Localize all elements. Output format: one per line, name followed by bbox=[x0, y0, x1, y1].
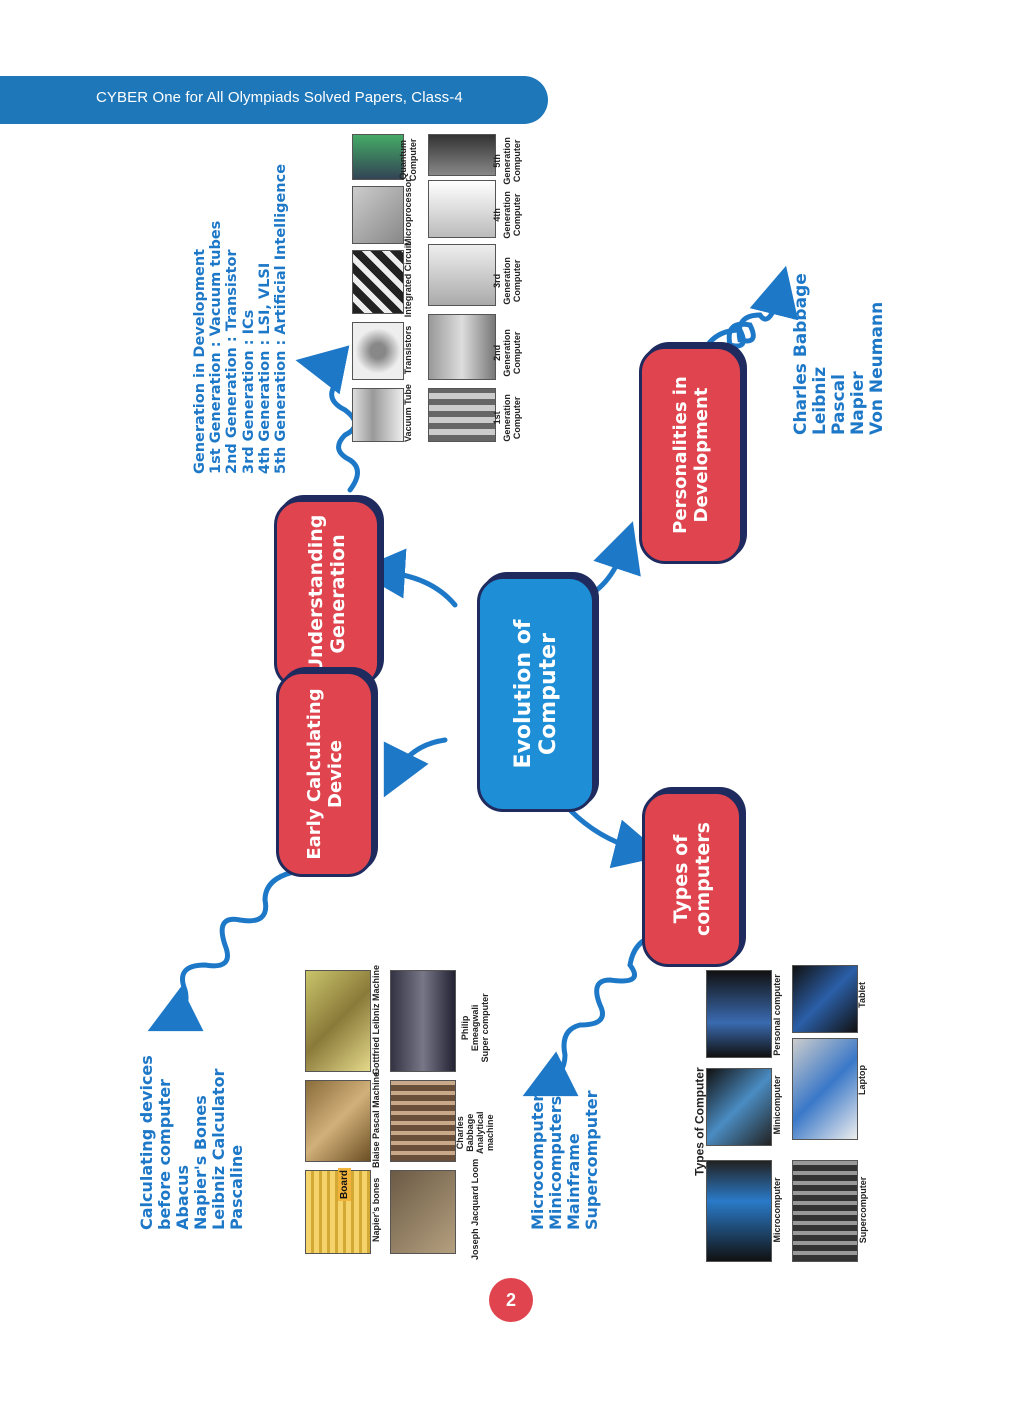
generation-2: 2nd Generation : Transistor bbox=[224, 249, 241, 474]
caption-personal-computer: Personal computer bbox=[772, 974, 783, 1056]
supercomputer-image bbox=[792, 1160, 858, 1262]
types-line2: computers bbox=[692, 822, 714, 936]
types-images-title: Types of Computer bbox=[692, 1067, 707, 1176]
calc-line-5: Pascaline bbox=[226, 1144, 246, 1230]
types-list: Microcomputers Minicomputers Mainframe S… bbox=[528, 1030, 619, 1231]
person-von-neumann: Von Neumann bbox=[867, 301, 888, 435]
caption-quantum-computer: Quantum Computer bbox=[398, 138, 418, 182]
calc-line-3: Napier's Bones bbox=[190, 1095, 210, 1230]
tablet-image bbox=[792, 965, 858, 1033]
caption-gen5: 5th Generation Computer bbox=[492, 137, 522, 185]
jacquard-loom-image bbox=[390, 1170, 456, 1254]
center-line2: Computer bbox=[536, 633, 561, 755]
gen3-computer-image bbox=[428, 244, 496, 306]
caption-gen3: 3rd Generation Computer bbox=[492, 257, 522, 305]
type-supercomputer: Supercomputer bbox=[581, 1090, 601, 1231]
caption-gen2: 2nd Generation Computer bbox=[492, 329, 522, 377]
caption-gen1: 1st Generation Computer bbox=[492, 394, 522, 442]
header-title: CYBER One for All Olympiads Solved Paper… bbox=[96, 89, 463, 106]
node-types-of-computers: Types of computers bbox=[642, 791, 742, 967]
personalities-list: Charles Babbage Leibniz Pascal Napier Vo… bbox=[791, 185, 892, 435]
calc-line-2: Abacus bbox=[172, 1164, 192, 1230]
node-personalities: Personalities in Development bbox=[639, 346, 743, 564]
caption-microcomputer: Microcomputer bbox=[772, 1177, 783, 1243]
pascal-machine-image bbox=[305, 1080, 371, 1162]
generation-4: 4th Generation : LSI, VLSI bbox=[256, 262, 273, 474]
header-bar bbox=[0, 76, 548, 124]
page-number: 2 bbox=[489, 1278, 533, 1322]
understanding-line1: Understanding bbox=[305, 514, 327, 674]
caption-jacquard-loom: Joseph Jacquard Loom bbox=[470, 1158, 481, 1260]
integrated-circuit-image bbox=[352, 250, 404, 314]
types-line1: Types of bbox=[670, 834, 692, 924]
understanding-line2: Generation bbox=[327, 534, 349, 654]
caption-minicomputer: Minicomputer bbox=[772, 1075, 783, 1135]
personalities-line1: Personalities in bbox=[670, 376, 691, 534]
node-understanding-generation: Understanding Generation bbox=[274, 499, 380, 689]
laptop-image bbox=[792, 1038, 858, 1140]
early-line2: Device bbox=[325, 740, 346, 808]
microprocessor-image bbox=[352, 186, 404, 244]
person-pascal: Pascal bbox=[829, 374, 850, 435]
type-mainframe: Mainframe bbox=[563, 1133, 583, 1230]
type-microcomputers: Microcomputers bbox=[528, 1084, 547, 1230]
generation-1: 1st Generation : Vacuum tubes bbox=[208, 220, 225, 474]
personalities-line2: Development bbox=[691, 387, 712, 523]
person-leibniz: Leibniz bbox=[810, 366, 831, 435]
early-line1: Early Calculating bbox=[304, 688, 325, 860]
person-charles-babbage: Charles Babbage bbox=[791, 273, 811, 435]
caption-supercomputer: Supercomputer bbox=[858, 1176, 869, 1244]
vacuum-tube-image bbox=[352, 388, 404, 442]
caption-transistors: Transistors bbox=[403, 325, 414, 375]
caption-leibniz-machine: Gottfried Leibniz Machine bbox=[371, 964, 382, 1075]
leibniz-machine-image bbox=[305, 970, 371, 1072]
node-early-calculating-device: Early Calculating Device bbox=[276, 671, 374, 877]
microcomputer-image bbox=[706, 1160, 772, 1262]
generation-5: 5th Generation : Artificial Intelligence bbox=[273, 163, 290, 474]
minicomputer-image bbox=[706, 1068, 772, 1146]
personal-computer-image bbox=[706, 970, 772, 1058]
quantum-computer-image bbox=[352, 134, 404, 180]
transistors-image bbox=[352, 322, 404, 380]
gen1-computer-image bbox=[428, 388, 496, 442]
gen4-computer-image bbox=[428, 180, 496, 238]
type-minicomputers: Minicomputers bbox=[545, 1095, 565, 1230]
calc-line-1: before computer bbox=[154, 1079, 174, 1230]
generation-3: 3rd Generation : ICs bbox=[240, 309, 257, 474]
calculating-devices-list: Calculating devices before computer Abac… bbox=[137, 970, 258, 1230]
caption-babbage-machine: Charles Babbage Analytical machine bbox=[455, 1111, 495, 1155]
babbage-machine-image bbox=[390, 1080, 456, 1162]
gen5-computer-image bbox=[428, 134, 496, 176]
generation-title: Generation in Development bbox=[192, 248, 208, 474]
calc-line-4: Leibniz Calculator bbox=[208, 1068, 228, 1230]
board-label: Board bbox=[337, 1168, 351, 1201]
gen2-computer-image bbox=[428, 314, 496, 380]
caption-gen4: 4th Generation Computer bbox=[492, 191, 522, 239]
caption-integrated-circuit: Integrated Circuit bbox=[403, 242, 414, 318]
caption-emeagwali: Philip Emeagwali Super computer bbox=[460, 993, 490, 1063]
caption-pascal-machine: Blaise Pascal Machine bbox=[371, 1071, 382, 1168]
calc-line-0: Calculating devices bbox=[137, 1055, 156, 1230]
generation-list: Generation in Development 1st Generation… bbox=[192, 124, 302, 474]
caption-vacuum-tube: Vacuum Tube bbox=[403, 384, 414, 442]
caption-laptop: Laptop bbox=[857, 1064, 868, 1095]
emeagwali-supercomputer-image bbox=[390, 970, 456, 1072]
caption-napiers-bones: Napier's bones bbox=[371, 1177, 382, 1242]
caption-tablet: Tablet bbox=[857, 982, 868, 1008]
center-node-evolution: Evolution of Computer bbox=[477, 576, 595, 812]
person-napier: Napier bbox=[848, 371, 869, 435]
caption-microprocessor: Microprocessor bbox=[403, 178, 414, 246]
center-line1: Evolution of bbox=[511, 619, 536, 769]
